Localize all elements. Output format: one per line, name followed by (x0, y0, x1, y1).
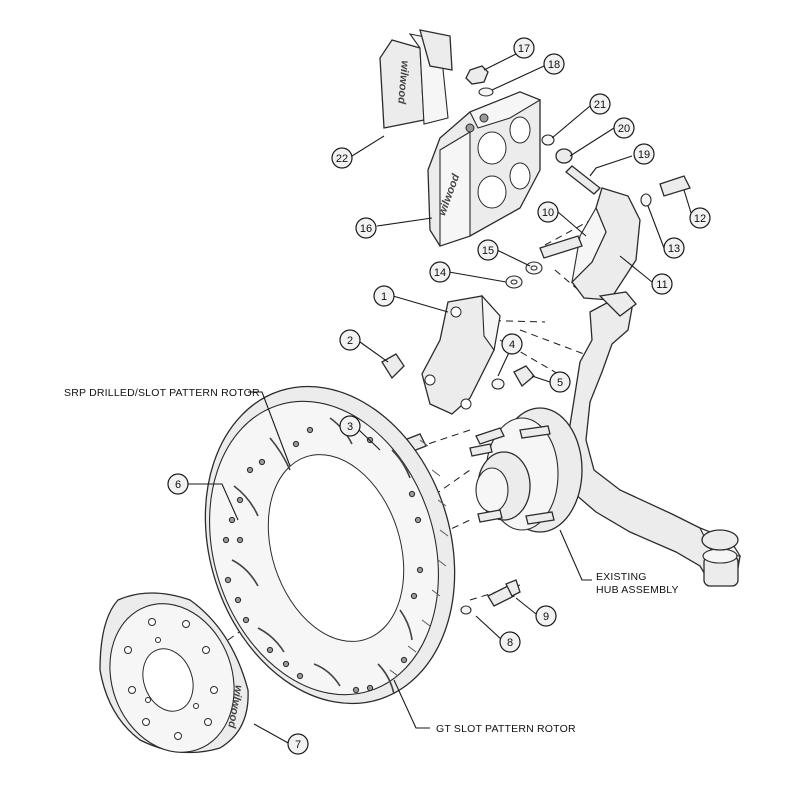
part-bubble-13: 13 (663, 237, 685, 259)
svg-text:1: 1 (381, 291, 387, 303)
existing-hub-assembly (469, 407, 583, 533)
hat-bolt-holes (124, 618, 218, 740)
rotor-vanes (389, 439, 449, 677)
svg-text:12: 12 (694, 213, 706, 225)
part-bubble-22: 22 (331, 147, 353, 169)
svg-text:9: 9 (543, 611, 549, 623)
rotor-hat: wilwood (99, 592, 249, 754)
part-bubble-16: 16 (355, 217, 377, 239)
part-bubble-17: 17 (513, 37, 535, 59)
part-callout-bubbles: 17 18 21 20 19 22 16 10 (167, 37, 711, 755)
svg-text:16: 16 (360, 223, 372, 235)
svg-text:4: 4 (509, 339, 515, 351)
rotor-bolt (460, 579, 521, 615)
svg-text:19: 19 (638, 149, 650, 161)
part-bubble-9: 9 (535, 605, 557, 627)
svg-text:21: 21 (594, 99, 606, 111)
svg-text:13: 13 (668, 243, 680, 255)
spacer-washers (505, 261, 543, 289)
caliper: wilwood (427, 91, 542, 247)
svg-text:14: 14 (434, 267, 446, 279)
svg-text:8: 8 (507, 637, 513, 649)
part-bubble-21: 21 (589, 93, 611, 115)
part-bubble-10: 10 (537, 201, 559, 223)
part-bubble-15: 15 (477, 239, 499, 261)
srp-rotor-callout: SRP DRILLED/SLOT PATTERN ROTOR (64, 387, 260, 399)
part-bubble-7: 7 (287, 733, 309, 755)
svg-text:17: 17 (518, 43, 530, 55)
part-bubble-3: 3 (339, 415, 361, 437)
svg-text:3: 3 (347, 421, 353, 433)
brake-pads: wilwood (379, 29, 453, 129)
part-bubble-2: 2 (339, 329, 361, 351)
part-bubble-8: 8 (499, 631, 521, 653)
part-bubble-6: 6 (167, 473, 189, 495)
hub-callout-line1: EXISTING (596, 571, 647, 583)
part-bubble-12: 12 (689, 207, 711, 229)
svg-text:6: 6 (175, 479, 181, 491)
mounting-bracket (381, 294, 535, 415)
svg-text:22: 22 (336, 153, 348, 165)
part-bubble-20: 20 (613, 117, 635, 139)
pad-brand-mark: wilwood (395, 60, 411, 105)
rotor-drilled-holes (222, 426, 424, 694)
part-bubble-14: 14 (429, 261, 451, 283)
part-bubble-5: 5 (549, 371, 571, 393)
svg-text:5: 5 (557, 377, 563, 389)
leader-lines (186, 49, 693, 745)
part-bubble-18: 18 (543, 53, 565, 75)
svg-text:11: 11 (656, 279, 667, 291)
svg-text:18: 18 (548, 59, 560, 71)
part-bubble-19: 19 (633, 143, 655, 165)
part-bubble-11: 11 (651, 273, 673, 295)
part-bubble-4: 4 (501, 333, 523, 355)
hub-callout-line2: HUB ASSEMBLY (596, 584, 679, 596)
caliper-hardware (465, 65, 601, 195)
spindle-knuckle (565, 291, 742, 587)
svg-text:10: 10 (542, 207, 554, 219)
part-bubble-1: 1 (373, 285, 395, 307)
svg-text:20: 20 (618, 123, 630, 135)
gt-rotor-callout: GT SLOT PATTERN ROTOR (436, 723, 576, 735)
svg-text:7: 7 (295, 739, 301, 751)
srp-drilled-slot-rotor (204, 385, 456, 705)
svg-text:2: 2 (347, 335, 353, 347)
text-callouts: SRP DRILLED/SLOT PATTERN ROTOR EXISTING … (64, 387, 679, 735)
svg-text:15: 15 (482, 245, 494, 257)
caliper-bracket (539, 175, 691, 301)
